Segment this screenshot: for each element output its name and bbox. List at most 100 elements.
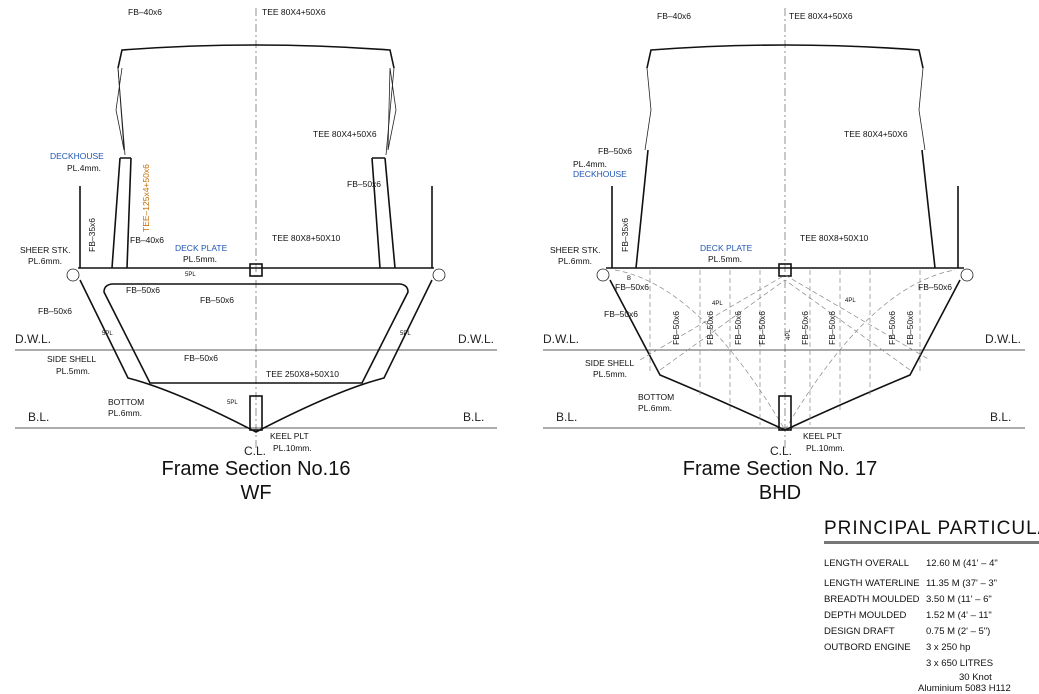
label-stiffener: FB–50x6 — [905, 311, 915, 345]
label-roof-fb: FB–40x6 — [128, 7, 162, 17]
particular-value: 12.60 M (41' – 4" — [926, 558, 998, 569]
deckhouse-walls — [111, 157, 396, 269]
particular-key: LENGTH WATERLINE — [824, 578, 920, 589]
deckhouse-windows — [115, 67, 397, 151]
label-side-shell-pl: PL.5mm. — [593, 369, 627, 379]
deckhouse-windows — [644, 67, 926, 151]
label-stiffener: FB–50x6 — [800, 311, 810, 345]
label-sheer-pl: PL.6mm. — [28, 256, 62, 266]
label-deck-fb: FB–40x6 — [130, 235, 164, 245]
label-keel-tee: TEE 250X8+50X10 — [266, 369, 339, 379]
label-side-tee: TEE 80X4+50X6 — [313, 129, 377, 139]
particular-row: LENGTH WATERLINE 11.35 M (37' – 3" — [824, 576, 1039, 592]
label-side-shell-pl: PL.5mm. — [56, 366, 90, 376]
deck-girder — [249, 263, 263, 277]
label-bottom-pl: PL.6mm. — [638, 403, 672, 413]
label-stiffener: FB–50x6 — [733, 311, 743, 345]
label-5pl: 5PL — [227, 400, 238, 406]
label-dwl: D.W.L. — [985, 332, 1021, 346]
particular-value: Aluminium 5083 H112 — [918, 683, 1011, 694]
label-fb: FB–50x6 — [615, 282, 649, 292]
particulars-title: PRINCIPAL PARTICULAR — [824, 518, 1039, 544]
label-keel: KEEL PLT — [270, 431, 309, 441]
label-sheer-pl: PL.6mm. — [558, 256, 592, 266]
label-deck-tee: TEE 80X8+50X10 — [272, 233, 341, 243]
label-side-shell: SIDE SHELL — [585, 358, 634, 368]
particular-key — [824, 683, 926, 694]
label-sheer: SHEER STK. — [20, 245, 71, 255]
label-side-fb: FB–50x6 — [347, 179, 381, 189]
particular-key: DESIGN DRAFT — [824, 626, 895, 637]
label-dwl: D.W.L. — [543, 332, 579, 346]
fender-right — [960, 268, 974, 282]
particular-value: 3 x 650 LITRES — [926, 658, 994, 669]
label-floor-fb: FB–50x6 — [184, 353, 218, 363]
drawing-sheet: FB–40x6 TEE 80X4+50X6 DECKHOUSE PL.4mm. … — [15, 7, 1025, 504]
label-5pl: 5PL — [102, 331, 113, 337]
label-shell-fb: FB–50x6 — [38, 306, 72, 316]
label-keel-pl: PL.10mm. — [806, 443, 845, 453]
label-stanchion-fb: FB–35x6 — [620, 218, 630, 252]
deck-girder — [778, 263, 792, 277]
label-deckhouse-fb: FB–50x6 — [598, 146, 632, 156]
fender-right — [432, 268, 446, 282]
label-deck-plate-pl: PL.5mm. — [708, 254, 742, 264]
label-stiffener: FB–50x6 — [887, 311, 897, 345]
label-bottom: BOTTOM — [108, 397, 144, 407]
label-deck-plate: DECK PLATE — [700, 243, 753, 253]
particular-value: 30 Knot — [959, 672, 992, 683]
section-title: Frame Section No. 17 — [683, 458, 878, 480]
label-bl: B.L. — [28, 410, 49, 424]
particular-value: 3.50 M (11' – 6" — [926, 594, 992, 605]
label-frame-fb: FB–50x6 — [200, 295, 234, 305]
label-side-shell: SIDE SHELL — [47, 354, 96, 364]
particular-row: Aluminium 5083 H112 — [824, 683, 1039, 694]
hull-shell — [79, 279, 433, 433]
particular-key: LENGTH OVERALL — [824, 558, 909, 569]
label-cl: C.L. — [244, 444, 266, 458]
label-roof-fb: FB–40x6 — [657, 11, 691, 21]
label-5pl: 5PL — [185, 272, 196, 278]
label-cl: C.L. — [770, 444, 792, 458]
label-dwl: D.W.L. — [15, 332, 51, 346]
deckhouse-roof — [646, 44, 924, 69]
label-bottom-pl: PL.6mm. — [108, 408, 142, 418]
particular-row: LENGTH OVERALL 12.60 M (41' – 4" — [824, 556, 1039, 572]
frame-section-16: FB–40x6 TEE 80X4+50X6 DECKHOUSE PL.4mm. … — [15, 7, 497, 504]
particular-row: 30 Knot — [824, 672, 1039, 683]
frame-section-17: FB–40x6 TEE 80X4+50X6 TEE 80X4+50X6 FB–5… — [543, 8, 1025, 504]
deckhouse-roof — [117, 44, 395, 69]
section-subtitle: BHD — [759, 482, 801, 504]
label-dwl: D.W.L. — [458, 332, 494, 346]
label-fb: FB–50x6 — [918, 282, 952, 292]
fender-left — [66, 268, 80, 282]
label-stiffener: FB–50x6 — [671, 311, 681, 345]
label-bl: B.L. — [463, 410, 484, 424]
deckhouse-walls — [635, 149, 936, 269]
label-4pl: 4PL — [845, 298, 856, 304]
label-deckhouse: DECKHOUSE — [50, 151, 104, 161]
label-deck-tee: TEE 80X8+50X10 — [800, 233, 869, 243]
particular-value: 11.35 M (37' – 3" — [926, 578, 998, 589]
label-keel: KEEL PLT — [803, 431, 842, 441]
fender-left — [596, 268, 610, 282]
label-roof-tee: TEE 80X4+50X6 — [789, 11, 853, 21]
label-frame-fb: FB–50x6 — [126, 285, 160, 295]
particular-key — [824, 656, 926, 672]
bulkhead-stiffeners — [649, 270, 921, 425]
label-bl: B.L. — [556, 410, 577, 424]
label-stiffener: FB–50x6 — [705, 311, 715, 345]
particular-key: OUTBORD ENGINE — [824, 642, 911, 653]
particular-row: BREADTH MOULDED 3.50 M (11' – 6" — [824, 592, 1039, 608]
label-deck-plate-pl: PL.5mm. — [183, 254, 217, 264]
section-title: Frame Section No.16 — [162, 458, 351, 480]
keel-girder — [249, 395, 263, 431]
label-roof-tee: TEE 80X4+50X6 — [262, 7, 326, 17]
section-subtitle: WF — [240, 482, 271, 504]
frame-ring — [103, 283, 409, 384]
particular-key: BREADTH MOULDED — [824, 594, 920, 605]
label-keel-pl: PL.10mm. — [273, 443, 312, 453]
